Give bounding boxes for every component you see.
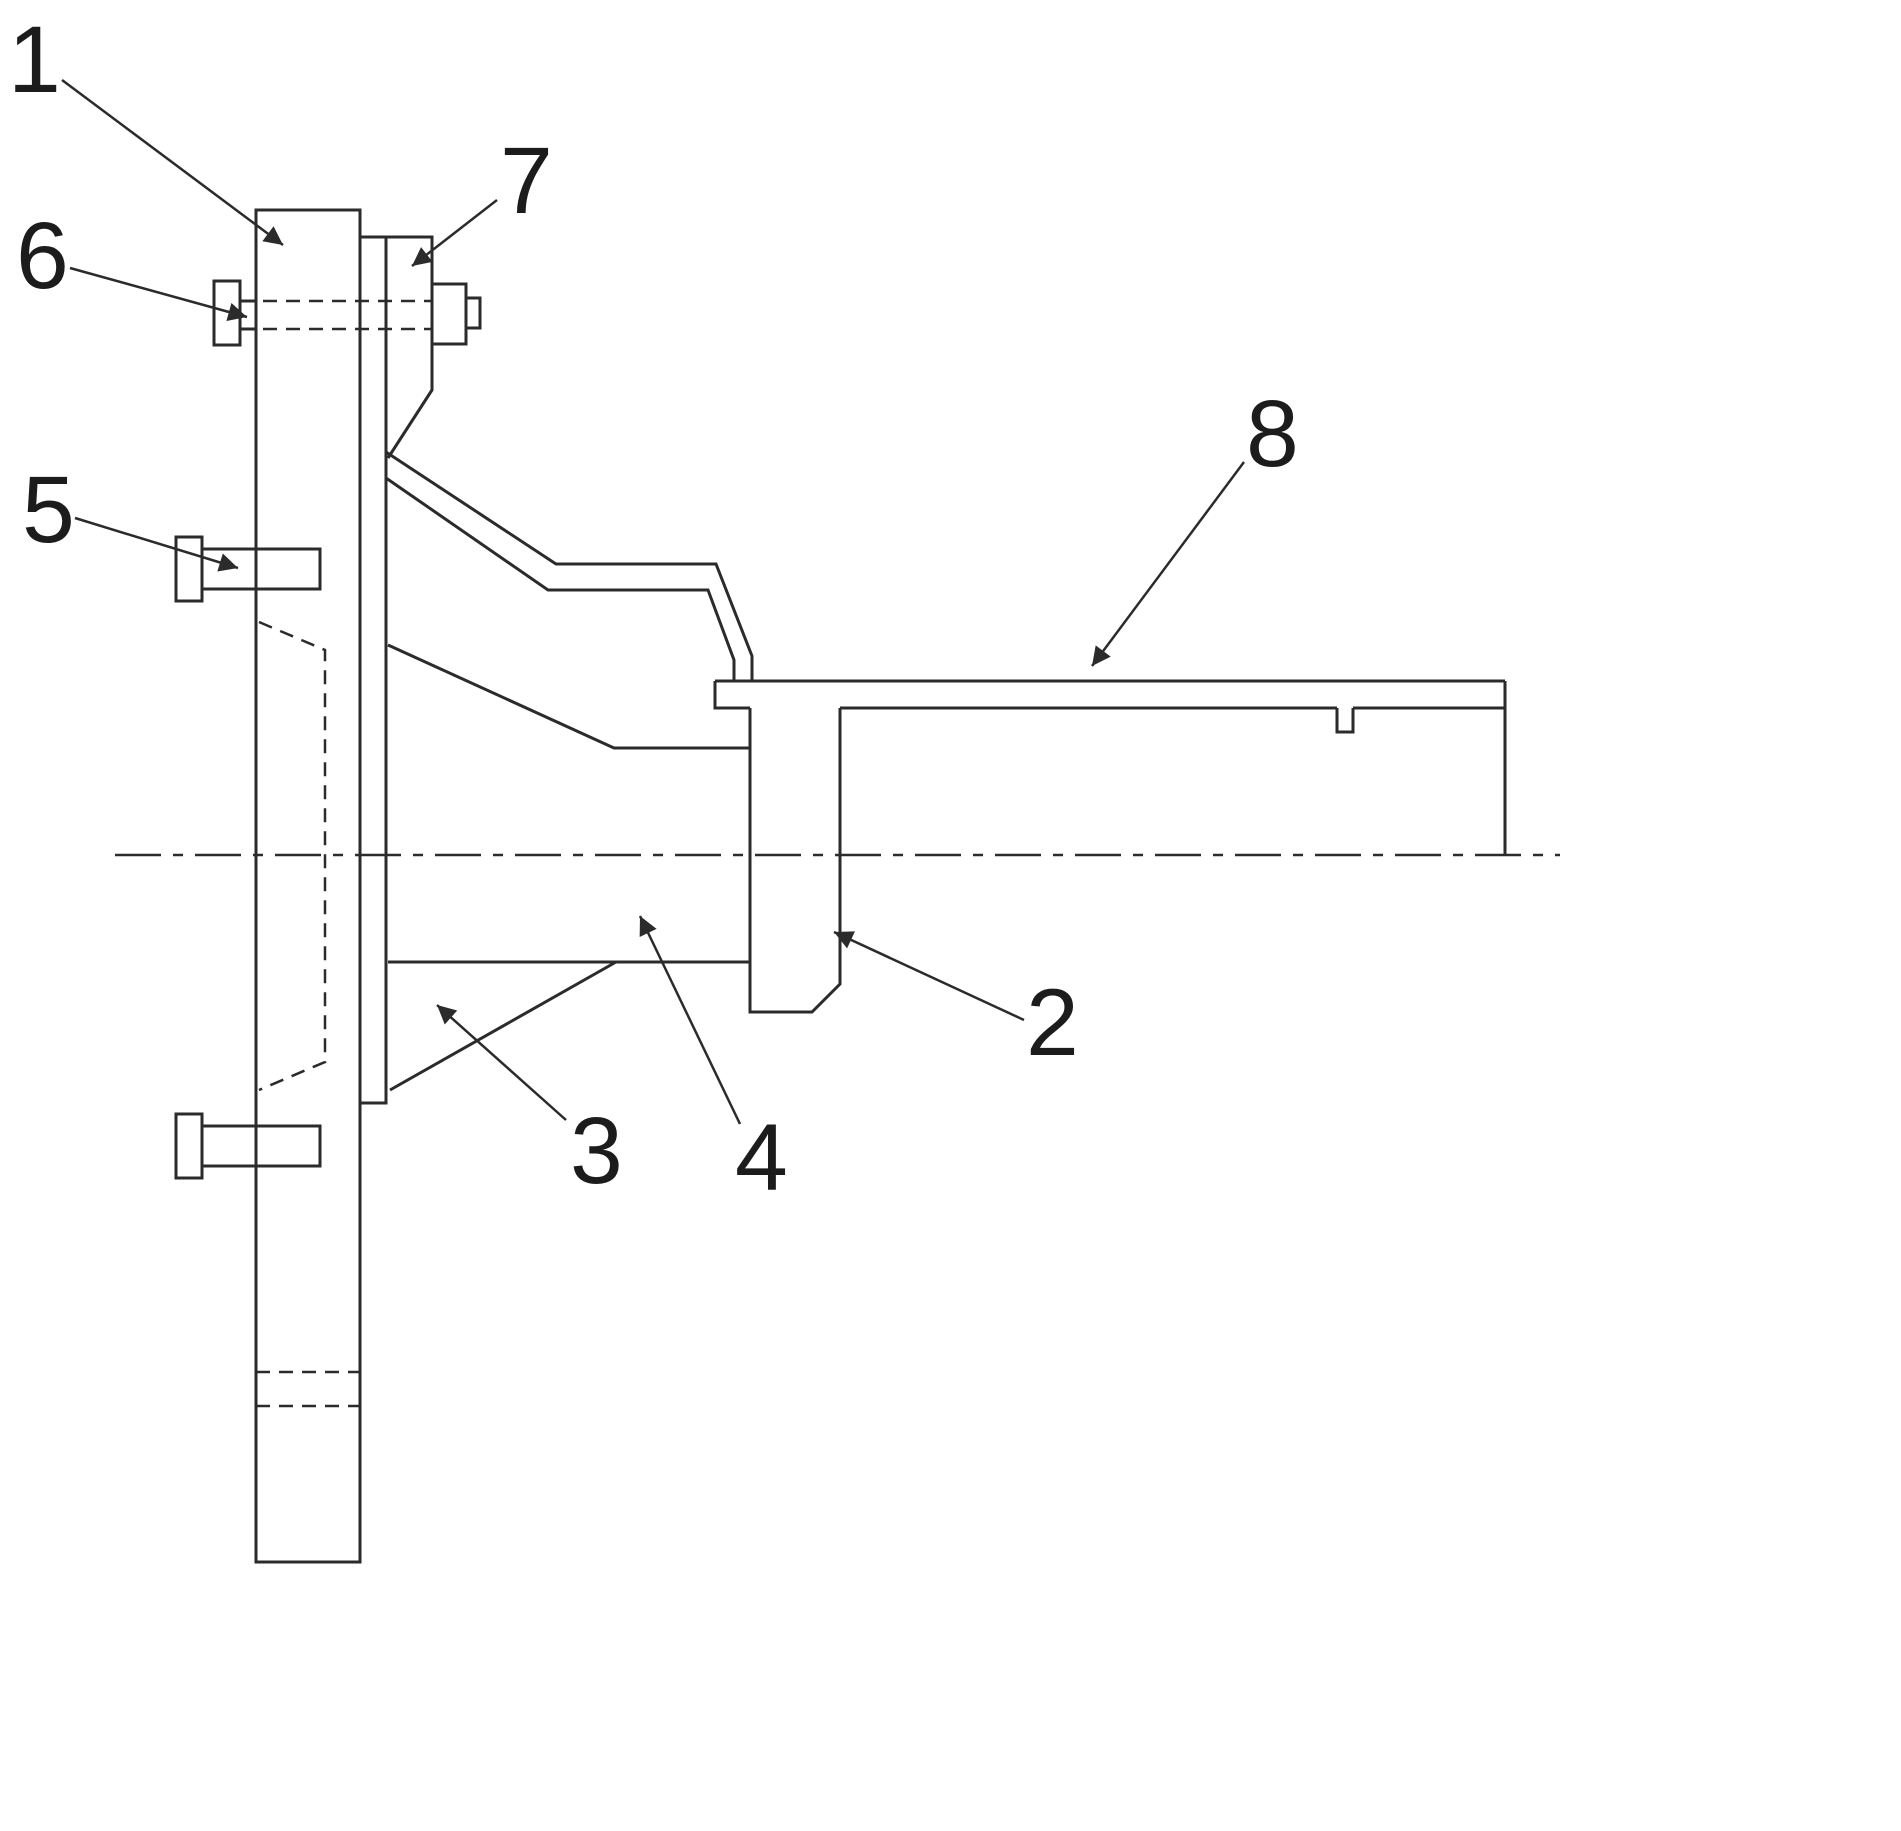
boss-gusset-line	[386, 344, 434, 459]
middle-bolt-shank	[200, 547, 322, 591]
cone-section	[385, 450, 754, 1092]
flange-plate-outline	[254, 208, 362, 1564]
lower-bolt-shank	[200, 1124, 322, 1168]
leader-line-8	[1090, 461, 1246, 667]
adapter-ring	[358, 235, 388, 1105]
adapter-ring-outline	[358, 235, 388, 1105]
hub-outline	[748, 708, 842, 1014]
callout-2: 2	[1026, 970, 1079, 1076]
top-boss	[240, 235, 482, 459]
lower-bolt-head	[174, 1112, 204, 1180]
middle-bolt-head	[174, 535, 204, 603]
support-plate	[713, 679, 1507, 855]
callout-1: 1	[8, 7, 61, 113]
callout-4: 4	[735, 1105, 788, 1211]
cone-outer-wall	[385, 450, 754, 681]
leader-line-4	[638, 915, 742, 1125]
flange-plate	[254, 208, 362, 1564]
boss-bolt-head	[430, 282, 468, 346]
boss-outline	[386, 235, 434, 284]
cone-lower-outer-edge	[389, 960, 617, 1092]
leader-line-3	[436, 1004, 567, 1121]
bore-upper-edge	[387, 643, 750, 750]
hub-block	[748, 708, 842, 1014]
cone-inner-wall	[385, 476, 736, 681]
callout-3: 3	[570, 1098, 623, 1204]
support-plate-outline	[713, 679, 1507, 855]
leader-line-1	[61, 78, 284, 247]
callout-8: 8	[1246, 381, 1299, 487]
middle-bolt	[174, 535, 322, 603]
callout-7: 7	[500, 128, 553, 234]
callout-5: 5	[22, 457, 75, 563]
leader-line-2	[833, 930, 1025, 1022]
callout-6: 6	[16, 203, 69, 309]
callouts: 1 7 6 5 8 2 3 4	[8, 7, 1299, 1211]
leader-line-6	[69, 266, 248, 322]
lower-bolt	[174, 1112, 322, 1180]
leader-line-5	[74, 516, 239, 572]
boss-bolt-tip	[464, 296, 482, 330]
leader-line-7	[411, 199, 498, 267]
flange-recess-hidden-line	[258, 620, 327, 1092]
